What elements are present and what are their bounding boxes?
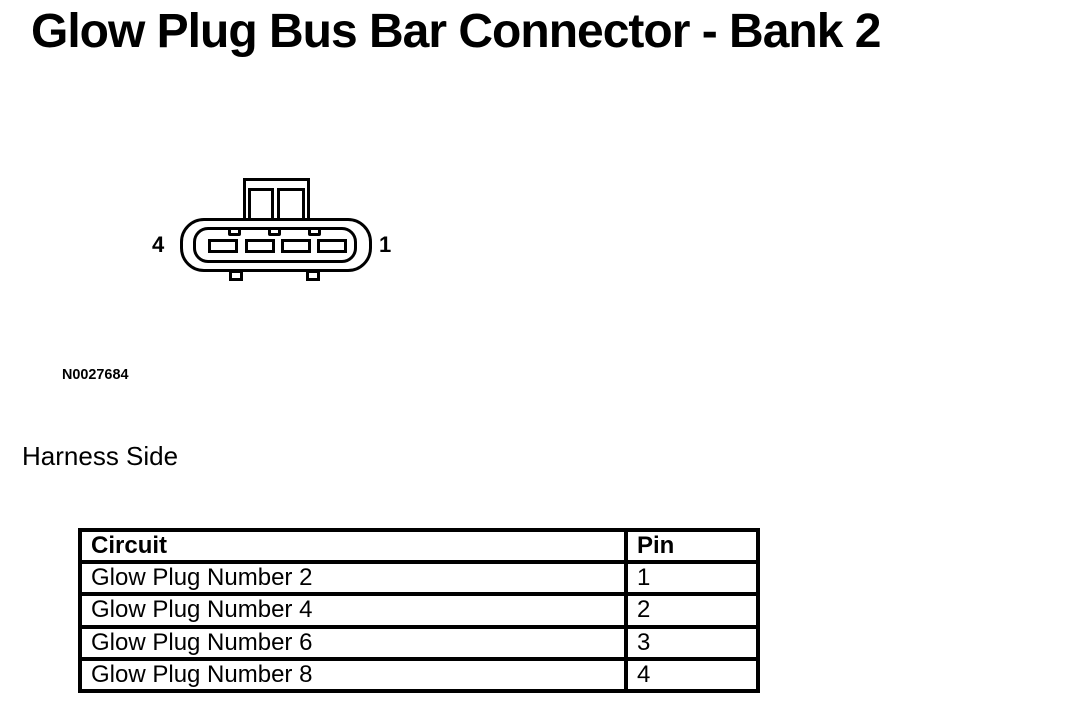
circuit-cell: Glow Plug Number 4 bbox=[78, 592, 628, 629]
pin-cavity-1 bbox=[317, 239, 347, 253]
connector-index-notch bbox=[228, 227, 241, 236]
pin-cell: 3 bbox=[624, 624, 760, 661]
pin-cell: 1 bbox=[624, 560, 760, 597]
circuit-cell: Glow Plug Number 2 bbox=[78, 560, 628, 597]
section-label: Harness Side bbox=[22, 441, 179, 471]
connector-latch-cell-left bbox=[248, 188, 274, 221]
pinout-table-container: Circuit Pin Glow Plug Number 2 1 Glow Pl… bbox=[78, 527, 760, 693]
circuit-column-header: Circuit bbox=[78, 527, 628, 565]
pin-cell: 4 bbox=[624, 656, 760, 693]
figure-number: N0027684 bbox=[62, 366, 129, 383]
table-row: Glow Plug Number 2 1 bbox=[78, 560, 760, 597]
pin-number-label-left: 4 bbox=[152, 232, 165, 257]
pin-cell: 2 bbox=[624, 592, 760, 629]
circuit-cell: Glow Plug Number 8 bbox=[78, 656, 628, 693]
connector-latch-cell-right bbox=[277, 188, 305, 221]
table-row: Glow Plug Number 8 4 bbox=[78, 656, 760, 693]
pinout-table: Circuit Pin Glow Plug Number 2 1 Glow Pl… bbox=[78, 527, 760, 693]
connector-index-notch bbox=[268, 227, 281, 236]
pin-cavity-3 bbox=[245, 239, 275, 253]
pin-number-label-right: 1 bbox=[379, 232, 392, 257]
pin-cavity-4 bbox=[208, 239, 238, 253]
table-row: Glow Plug Number 6 3 bbox=[78, 624, 760, 661]
pin-column-header: Pin bbox=[624, 527, 760, 565]
table-row: Glow Plug Number 4 2 bbox=[78, 592, 760, 629]
page-title: Glow Plug Bus Bar Connector - Bank 2 bbox=[31, 5, 881, 58]
connector-index-notch bbox=[308, 227, 321, 236]
table-header-row: Circuit Pin bbox=[78, 527, 760, 565]
circuit-cell: Glow Plug Number 6 bbox=[78, 624, 628, 661]
pin-cavity-2 bbox=[281, 239, 311, 253]
